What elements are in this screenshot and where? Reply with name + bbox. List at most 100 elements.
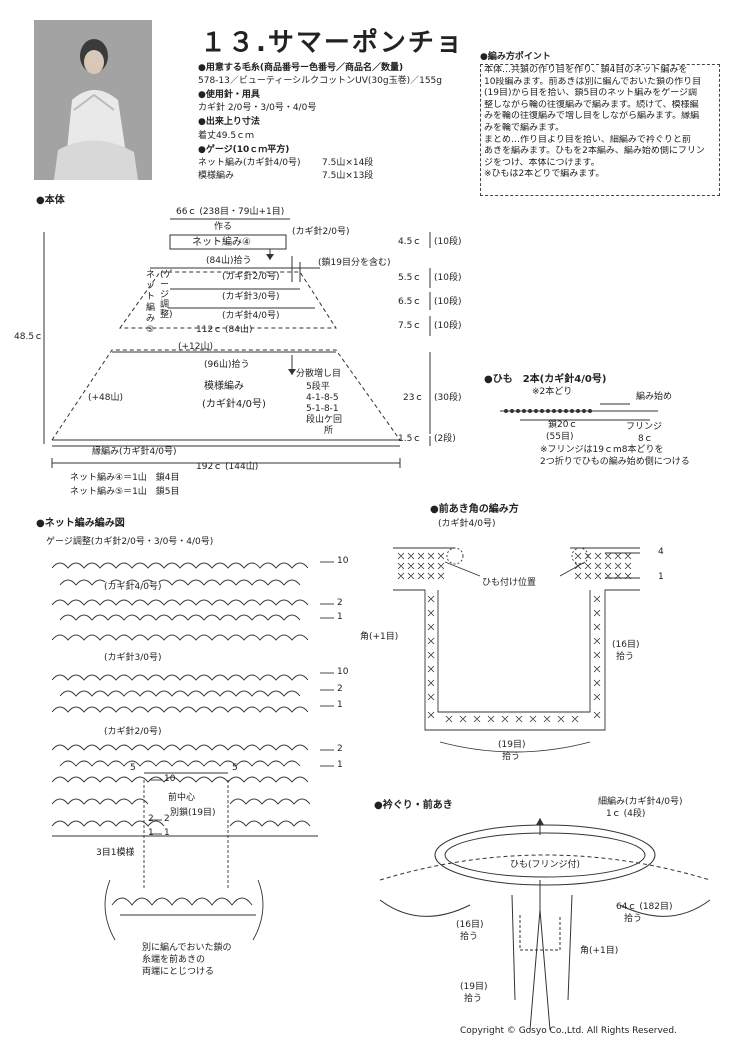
small-num: 1 bbox=[148, 828, 154, 838]
r10d: (10段) bbox=[434, 321, 462, 331]
cord-two: ※2本どり bbox=[532, 387, 573, 397]
cord-note2: 2つ折りでひもの編み始め側につける bbox=[540, 457, 690, 467]
inc-rows: 5段平 4-1-8-5 5-1-8-1 段山ケ回 所 bbox=[306, 382, 343, 436]
size-value: 着丈49.5ｃｍ bbox=[198, 131, 255, 141]
h45: 4.5ｃ bbox=[398, 237, 422, 247]
gauge-net-value: 7.5山×14段 bbox=[322, 158, 374, 168]
top-width: 66ｃ (238目・79山+1目) bbox=[176, 207, 285, 217]
gauge-pattern-value: 7.5山×13段 bbox=[322, 171, 374, 181]
plus12: (+12山) bbox=[178, 342, 214, 352]
gauge-side: (ゲージ調整) bbox=[160, 270, 173, 320]
tools-value: カギ針 2/0号・3/0号・4/0号 bbox=[198, 103, 317, 113]
inc-title: 分散増し目 bbox=[296, 369, 342, 379]
include19: (鎖19目分を含む) bbox=[318, 258, 391, 268]
h75: 7.5ｃ bbox=[398, 321, 422, 331]
pick16b: 拾う bbox=[616, 652, 635, 662]
r2: (2段) bbox=[434, 434, 456, 444]
cord-chain: 鎖20ｃ bbox=[548, 420, 578, 430]
row-num: 1 bbox=[337, 612, 343, 622]
net5-side: ネット編み⑤ bbox=[146, 270, 156, 335]
row-num: 1 bbox=[337, 760, 343, 770]
h65: 6.5ｃ bbox=[398, 297, 422, 307]
plus48: (+48山) bbox=[88, 393, 124, 403]
points-line: 本体…共鎖の作り目を作り、鎖4目のネット編みを bbox=[484, 65, 688, 75]
neck-edging: 細編み(カギ針4/0号) bbox=[598, 797, 683, 807]
border-label: 縁編み(カギ針4/0号) bbox=[92, 447, 177, 457]
attach2: 糸端を前あきの bbox=[142, 955, 206, 965]
points-line: (19目)から目を拾い、鎖5目のネット編みをゲージ調 bbox=[484, 88, 698, 99]
yarn-value: 578-13／ビューティーシルクコットンUV(30g玉巻)／155g bbox=[198, 76, 442, 86]
make-label: 作る bbox=[214, 222, 233, 232]
points-line: あきを編みます。ひもを2本編み、編み始め側にフリン bbox=[484, 146, 705, 157]
cord-heading: ●ひも 2本(カギ針4/0号) bbox=[484, 374, 607, 385]
repeat-label: 3目1模様 bbox=[96, 848, 135, 858]
cord-fringe: フリンジ bbox=[626, 422, 663, 432]
small-num: 5 bbox=[130, 763, 136, 773]
net-chart-gauge: ゲージ調整(カギ針2/0号・3/0号・4/0号) bbox=[46, 537, 214, 547]
r30: (30段) bbox=[434, 393, 462, 403]
r10a: (10段) bbox=[434, 237, 462, 247]
cord-start: 編み始め bbox=[636, 392, 673, 402]
legend-net5: ネット編み⑤＝1山 鎖5目 bbox=[70, 487, 180, 497]
attach1: 別に編んでおいた鎖の bbox=[142, 943, 232, 953]
corner-hook: (カギ針4/0号) bbox=[438, 519, 496, 529]
neck-p19b: 拾う bbox=[464, 994, 483, 1004]
bottom-width: 192ｃ (144山) bbox=[196, 462, 259, 472]
points-line: ジをつけ、本体につけます。 bbox=[484, 157, 600, 168]
neck-p19: (19目) bbox=[460, 982, 488, 992]
w112: 112ｃ (84山) bbox=[196, 325, 253, 335]
net4-label: ネット編み④ bbox=[192, 237, 251, 248]
points-line: みを輪で編みます。 bbox=[484, 122, 565, 133]
points-box: 本体…共鎖の作り目を作り、鎖4目のネット編みを 10段編みます。前あきは別に編ん… bbox=[480, 64, 720, 196]
r10b: (10段) bbox=[434, 273, 462, 283]
tools-label: ●使用針・用具 bbox=[198, 90, 260, 100]
net-hook3: (カギ針3/0号) bbox=[104, 653, 162, 664]
points-heading: ●編み方ポイント bbox=[480, 52, 551, 62]
row-num: 1 bbox=[337, 700, 343, 710]
h23: 23ｃ bbox=[403, 393, 424, 403]
net-chart-heading: ●ネット編み編み図 bbox=[36, 518, 125, 529]
pick84: (84山)拾う bbox=[206, 256, 252, 266]
pick96: (96山)拾う bbox=[204, 360, 250, 370]
neck-p16b: 拾う bbox=[460, 932, 479, 942]
h15: 1.5ｃ bbox=[398, 434, 422, 444]
attach3: 両端にとじつける bbox=[142, 967, 215, 977]
hook4-label: (カギ針4/0号) bbox=[222, 311, 280, 321]
row-num: 10 bbox=[337, 667, 349, 677]
pick16: (16目) bbox=[612, 640, 640, 650]
gauge-net-name: ネット編み(カギ針4/0号) bbox=[198, 158, 301, 168]
neck-p16: (16目) bbox=[456, 920, 484, 930]
net-hook2: (カギ針2/0号) bbox=[104, 727, 162, 738]
r10c: (10段) bbox=[434, 297, 462, 307]
row-num: 2 bbox=[164, 814, 170, 824]
row-num: 1 bbox=[164, 828, 170, 838]
pattern-label: 模様編み bbox=[204, 381, 244, 392]
hook4b-label: (カギ針4/0号) bbox=[202, 399, 266, 410]
row-num: 10 bbox=[164, 774, 176, 784]
points-line: みを輪の往復編みで増し目をしながら編みます。縁編 bbox=[484, 111, 700, 122]
points-line: 整しながら輪の往復編みで編みます。続けて、模様編 bbox=[484, 99, 699, 110]
neck-corner: 角(+1目) bbox=[580, 946, 619, 956]
h485: 48.5ｃ bbox=[14, 332, 44, 342]
model-photo bbox=[34, 20, 152, 180]
model-silhouette bbox=[34, 20, 152, 180]
body-heading: ●本体 bbox=[36, 195, 65, 206]
neck-c64b: 拾う bbox=[624, 914, 643, 924]
corner-row-4: 4 bbox=[658, 547, 664, 557]
sep19-label: 別鎖(19目) bbox=[170, 808, 216, 818]
hook2-top: (カギ針2/0号) bbox=[292, 227, 350, 237]
small-num: 2 bbox=[148, 814, 154, 824]
hook2-label: (カギ針2/0号) bbox=[222, 272, 280, 282]
neck-edging2: 1ｃ (4段) bbox=[606, 809, 646, 819]
pick19: (19目) bbox=[498, 740, 526, 750]
copyright: Copyright © Gosyo Co.,Ltd. All Rights Re… bbox=[460, 1026, 677, 1036]
cord-fringe-len: 8ｃ bbox=[638, 434, 653, 444]
yarn-label: ●用意する毛糸(商品番号ー色番号／商品名／数量) bbox=[198, 63, 404, 73]
neck-heading: ●衿ぐり・前あき bbox=[374, 800, 453, 811]
neck-cord: ひも(フリンジ付) bbox=[510, 860, 581, 870]
gauge-pattern-name: 模様編み bbox=[198, 171, 235, 181]
row-num: 2 bbox=[337, 598, 343, 608]
cord-chain-st: (55目) bbox=[546, 432, 574, 442]
gauge-label: ●ゲージ(10ｃｍ平方) bbox=[198, 145, 290, 155]
net-hook4: (カギ針4/0号) bbox=[104, 582, 162, 593]
